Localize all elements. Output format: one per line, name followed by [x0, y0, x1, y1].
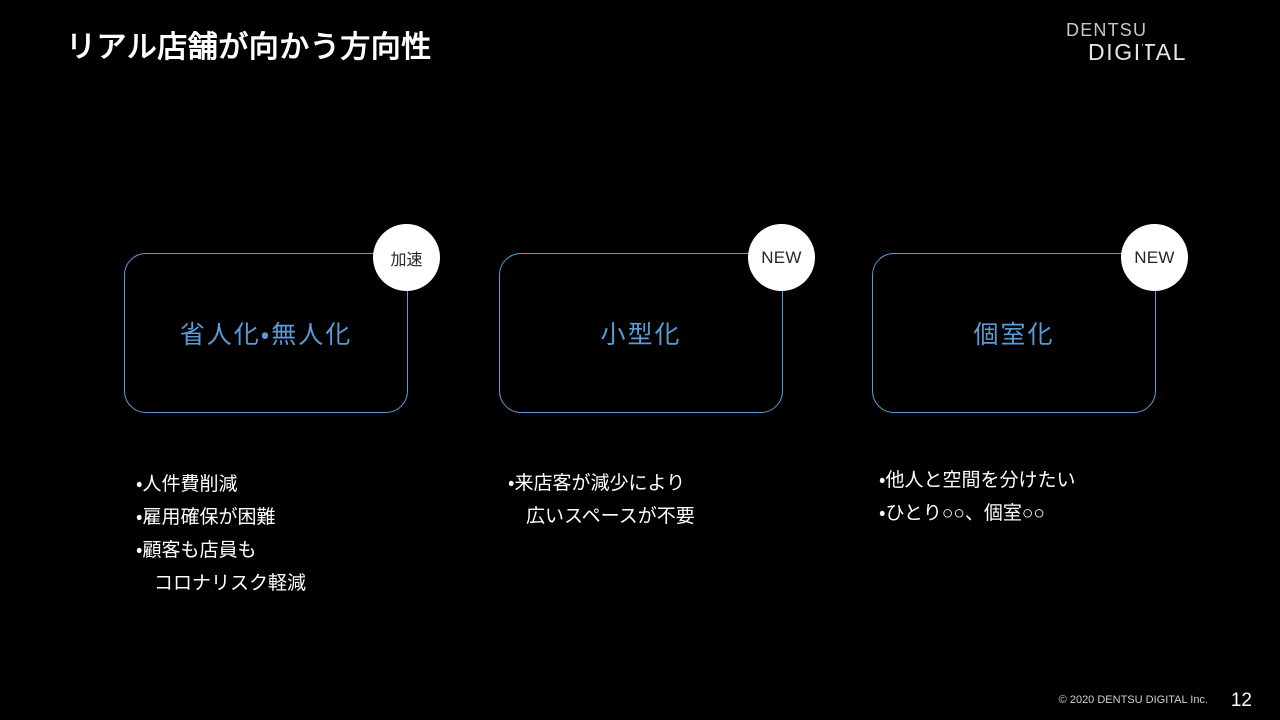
- list-item: ・人件費削減: [136, 474, 238, 495]
- card-outline: [499, 253, 783, 413]
- card-badge: NEW: [748, 224, 815, 291]
- dentsu-digital-logo: DENTSU DIGITAL: [1058, 16, 1218, 66]
- copyright-text: © 2020 DENTSU DIGITAL Inc.: [1058, 694, 1208, 706]
- list-item: 広いスペースが不要: [526, 506, 695, 527]
- card-title: 個室化: [973, 321, 1055, 349]
- list-item: ・雇用確保が困難: [136, 507, 276, 528]
- list-item: ・ひとり○○、個室○○: [879, 503, 1045, 524]
- list-item: ・来店客が減少により: [508, 473, 686, 494]
- logo-line2-text: DIGITAL: [1088, 39, 1187, 65]
- page-number: 12: [1230, 690, 1252, 711]
- direction-card-2: 小型化 NEW: [499, 224, 815, 424]
- list-item: ・顧客も店員も: [136, 540, 257, 561]
- page-title: リアル店舗が向かう方向性: [66, 31, 432, 64]
- card-outline: [872, 253, 1156, 413]
- card-outline: [124, 253, 408, 413]
- card-badge: NEW: [1121, 224, 1188, 291]
- card-badge: 加速: [373, 224, 440, 291]
- bullet-list-3: ・他人と空間を分けたい ・ひとり○○、個室○○: [879, 464, 1075, 530]
- logo-line1-text: DENTSU: [1066, 20, 1147, 40]
- direction-card-3: 個室化 NEW: [872, 224, 1188, 424]
- card-title: 小型化: [600, 321, 682, 349]
- bullet-list-2: ・来店客が減少により 広いスペースが不要: [508, 467, 695, 533]
- list-item: ・他人と空間を分けたい: [879, 470, 1076, 491]
- bullet-list-1: ・人件費削減 ・雇用確保が困難 ・顧客も店員も コロナリスク軽減: [136, 468, 306, 600]
- card-title: 省人化・無人化: [179, 321, 353, 349]
- list-item: コロナリスク軽減: [154, 573, 307, 594]
- direction-card-1: 省人化・無人化 加速: [124, 224, 440, 424]
